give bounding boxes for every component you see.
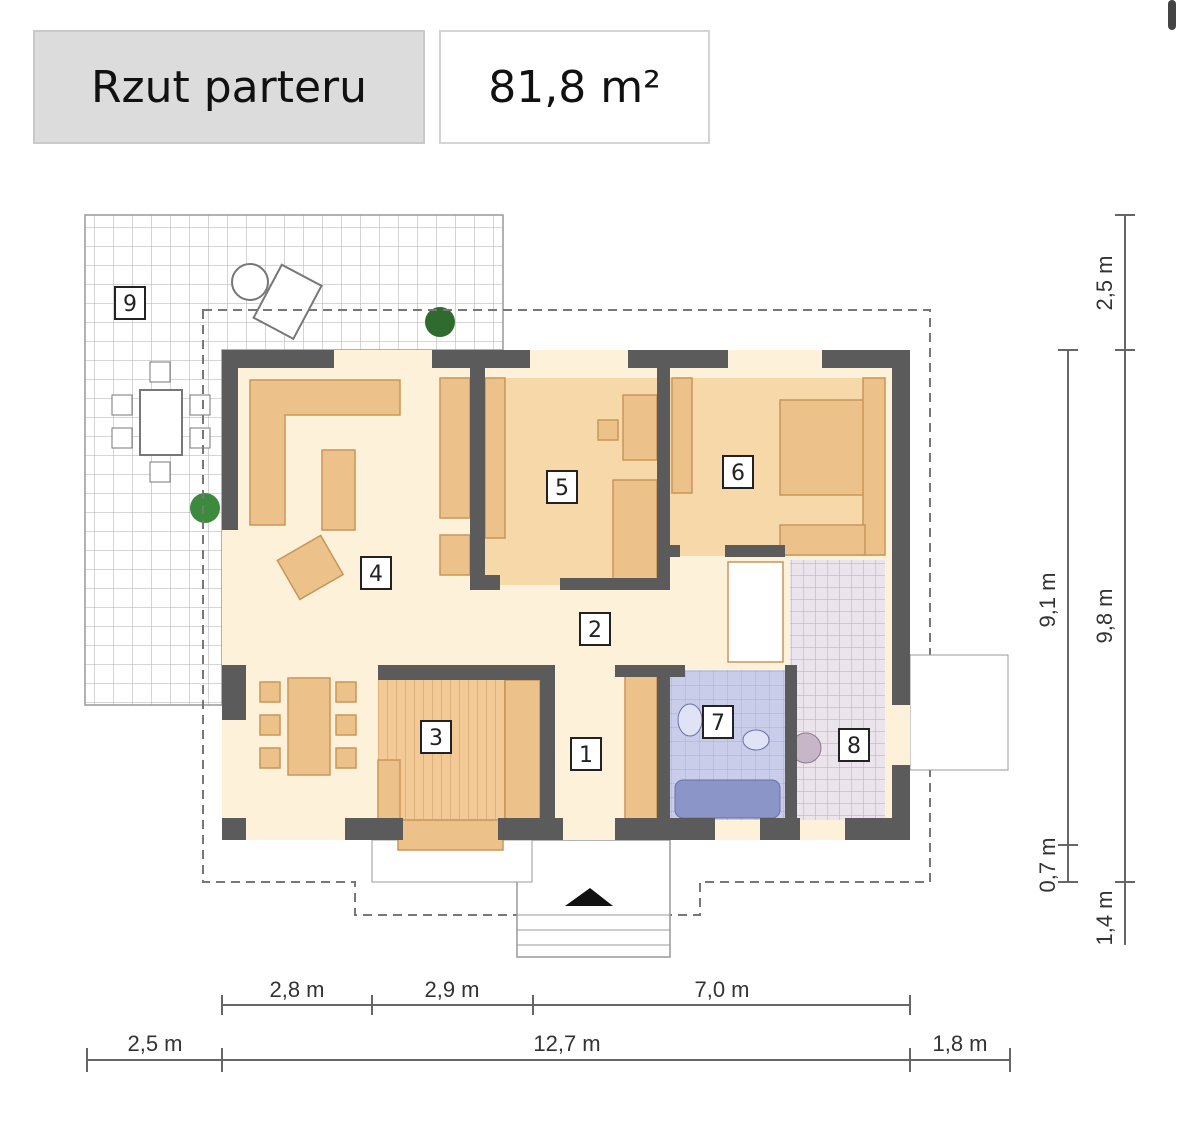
furniture [249, 377, 886, 851]
floor-title-tab[interactable]: Rzut parteru [33, 30, 425, 144]
dim-0-7: 0,7 m [1035, 837, 1060, 892]
dim-1-4: 1,4 m [1092, 890, 1117, 945]
dim-9-8: 9,8 m [1092, 588, 1117, 643]
dim-2-5: 2,5 m [127, 1031, 182, 1056]
dim-2-9: 2,9 m [424, 977, 479, 1002]
room-label-8: 8 [838, 728, 870, 762]
roof-outline [202, 309, 931, 916]
svg-text:3: 3 [429, 726, 443, 751]
dimension-lines [86, 214, 1135, 1072]
side-steps [909, 654, 1009, 771]
bathroom-fixtures [674, 703, 822, 819]
room-label-5: 5 [546, 470, 578, 504]
room-label-4: 4 [360, 556, 392, 590]
floor-area-tab[interactable]: 81,8 m² [439, 30, 710, 144]
entrance-arrow-icon [565, 888, 613, 906]
room-label-6: 6 [722, 455, 754, 489]
scrollbar[interactable] [1168, 0, 1176, 30]
room-label-2: 2 [579, 612, 611, 646]
svg-text:7: 7 [711, 711, 725, 736]
room-label-1: 1 [570, 737, 602, 771]
svg-text:6: 6 [731, 461, 745, 486]
svg-text:9: 9 [123, 292, 137, 317]
svg-text:4: 4 [369, 562, 383, 587]
terrace [84, 214, 504, 706]
svg-text:2: 2 [588, 618, 602, 643]
room-label-9: 9 [114, 286, 146, 320]
svg-text:5: 5 [555, 476, 569, 501]
room-label-3: 3 [420, 720, 452, 754]
floor-title: Rzut parteru [90, 61, 368, 113]
dim-9-1: 9,1 m [1035, 572, 1060, 627]
dim-2-8: 2,8 m [269, 977, 324, 1002]
dim-12-7: 12,7 m [533, 1031, 600, 1056]
svg-text:8: 8 [847, 734, 861, 759]
utility-floor [790, 560, 885, 820]
dim-2-5-vertical: 2,5 m [1092, 255, 1117, 310]
dim-1-8: 1,8 m [932, 1031, 987, 1056]
svg-text:1: 1 [579, 743, 593, 768]
room-label-7: 7 [702, 705, 734, 739]
walls [222, 350, 910, 840]
entrance-steps [371, 839, 671, 958]
room-labels: 9 4 5 6 2 3 1 7 8 [114, 286, 870, 771]
dim-7-0: 7,0 m [694, 977, 749, 1002]
floor-area: 81,8 m² [488, 61, 661, 113]
